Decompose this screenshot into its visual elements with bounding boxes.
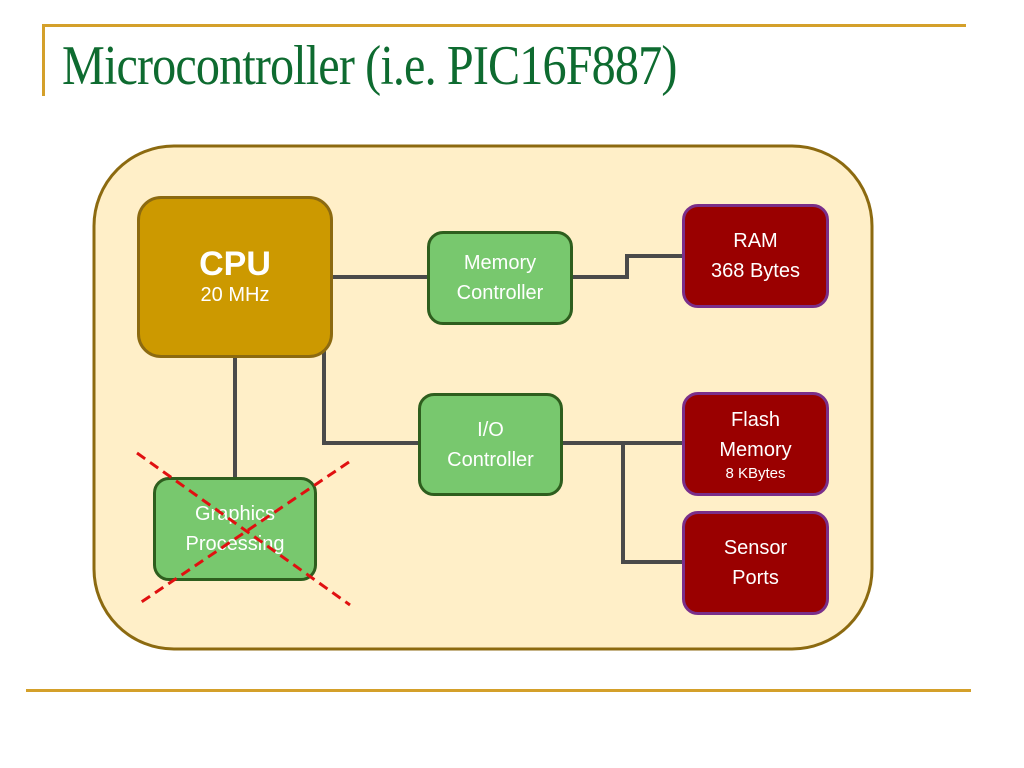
top-rule [42,24,966,27]
flash-size: 8 KBytes [725,465,786,482]
memory-controller-line2: Controller [456,282,544,304]
memory-controller-line1: Memory [463,252,537,274]
flash-memory-block: Flash Memory 8 KBytes [682,392,829,496]
connector-memory-controller-ram [570,254,684,279]
cpu-frequency: 20 MHz [200,284,270,306]
io-controller-line1: I/O [477,418,504,441]
flash-line2: Memory [719,439,792,461]
connector-cpu-io-controller [322,350,420,445]
flash-line1: Flash [731,409,780,431]
graphics-line2: Processing [185,533,285,555]
graphics-processing-block: Graphics Processing [153,477,317,581]
bottom-rule [26,689,971,692]
left-rule [42,24,45,96]
connector-io-sensor [621,441,684,564]
ram-label: RAM [733,230,778,252]
io-controller-line2: Controller [447,448,534,471]
ram-block: RAM 368 Bytes [682,204,829,308]
sensor-ports-block: Sensor Ports [682,511,829,615]
memory-controller-block: Memory Controller [427,231,573,325]
sensor-line2: Ports [732,567,779,589]
slide-title: Microcontroller (i.e. PIC16F887) [62,35,677,97]
sensor-line1: Sensor [723,537,788,559]
graphics-line1: Graphics [194,503,276,525]
ram-size: 368 Bytes [711,260,800,282]
io-controller-block: I/O Controller [418,393,563,496]
cpu-title: CPU [199,245,271,283]
cpu-block: CPU 20 MHz [137,196,333,358]
